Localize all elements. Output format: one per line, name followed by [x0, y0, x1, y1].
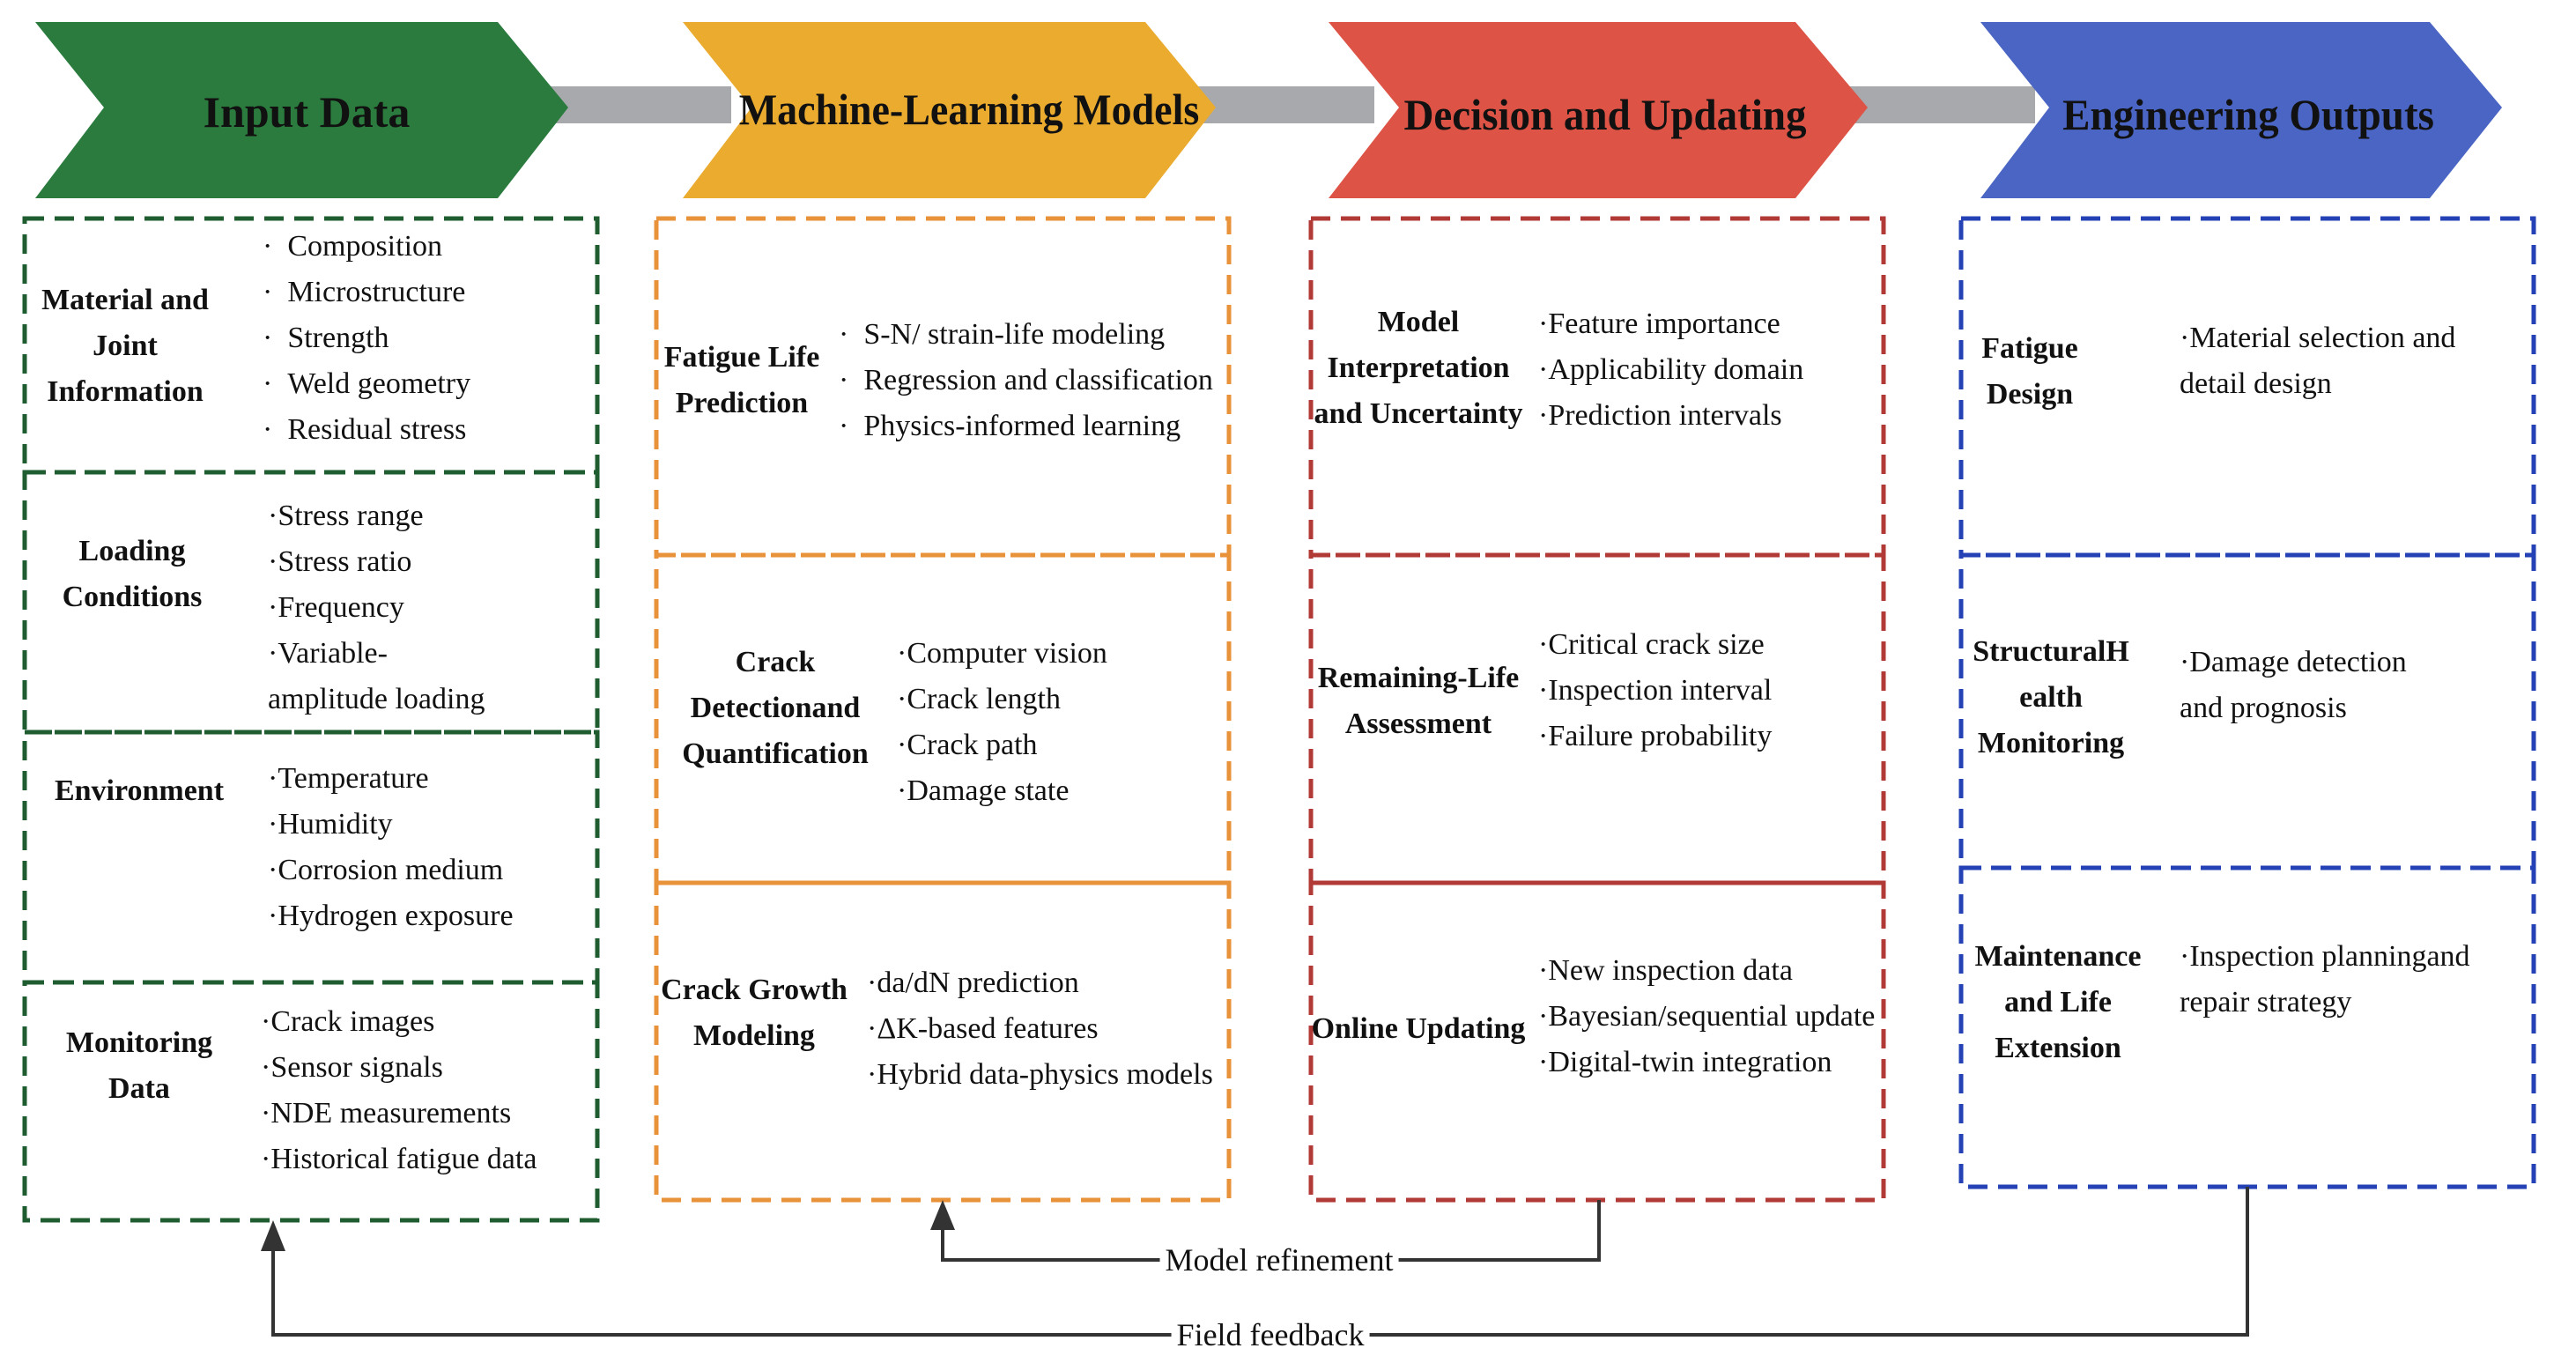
list-item: ·Computer vision: [897, 637, 1107, 670]
list-item: detail design: [2180, 367, 2332, 400]
chevron-input-data: [35, 22, 568, 198]
list-item: ·da/dN prediction: [867, 967, 1079, 999]
decision-section-2-items: ·Critical crack size ·Inspection interva…: [1538, 622, 1772, 759]
input-section-4-items: ·Crack images ·Sensor signals ·NDE measu…: [261, 999, 537, 1182]
input-section-2-items: ·Stress range ·Stress ratio ·Frequency ·…: [268, 493, 485, 722]
field-feedback-arrowhead: [261, 1220, 285, 1251]
connector-1: [546, 86, 731, 123]
list-item: ·Critical crack size: [1538, 628, 1765, 661]
decision-section-3-label: Online Updating: [1311, 1012, 1526, 1045]
list-item: ·Variable-: [268, 637, 388, 670]
list-item: ·Damage state: [897, 774, 1070, 807]
list-item: ·Crack path: [897, 729, 1038, 761]
stage-title-ml: Machine-Learning Models: [738, 85, 1200, 134]
chevron-outputs: [1980, 22, 2502, 198]
list-item: · Physics-informed learning: [839, 410, 1181, 442]
list-item: amplitude loading: [268, 683, 485, 715]
outputs-section-1-items: ·Material selection and detail design: [2180, 315, 2455, 407]
model-refinement-label: Model refinement: [1159, 1241, 1399, 1278]
list-item: · S-N/ strain-life modeling: [839, 318, 1166, 351]
input-section-3-label: Environment: [54, 774, 225, 807]
ml-section-1-items: · S-N/ strain-life modeling · Regression…: [839, 312, 1213, 449]
list-item: repair strategy: [2180, 986, 2352, 1019]
outputs-section-2-items: ·Damage detection and prognosis: [2180, 640, 2407, 731]
list-item: ·Inspection interval: [1538, 674, 1773, 707]
ml-section-3-items: ·da/dN prediction ·ΔK-based features ·Hy…: [867, 960, 1213, 1098]
list-item: ·Crack images: [261, 1005, 435, 1038]
connector-3: [1850, 86, 2035, 123]
list-item: ·Applicability domain: [1538, 353, 1804, 386]
list-item: · Composition: [263, 230, 443, 263]
stage-title-decision: Decision and Updating: [1403, 90, 1807, 139]
list-item: · Microstructure: [263, 276, 466, 308]
decision-section-1-items: ·Feature importance ·Applicability domai…: [1538, 301, 1803, 439]
input-section-3-items: ·Temperature ·Humidity ·Corrosion medium…: [268, 756, 514, 939]
list-item: ·Prediction intervals: [1538, 399, 1782, 432]
list-item: ·ΔK-based features: [867, 1012, 1099, 1045]
list-item: ·Bayesian/sequential update: [1538, 1000, 1876, 1033]
field-feedback-label: Field feedback: [1171, 1316, 1370, 1353]
ml-section-1-box: [654, 216, 1232, 558]
list-item: ·Material selection and: [2180, 322, 2456, 354]
list-item: ·Hydrogen exposure: [268, 900, 514, 932]
chevron-ml-models: [683, 22, 1216, 198]
list-item: ·Crack length: [897, 683, 1061, 715]
list-item: ·Damage detection: [2180, 646, 2407, 678]
list-item: · Residual stress: [263, 413, 467, 446]
outputs-section-1-box: [1958, 216, 2536, 558]
list-item: ·Inspection planningand: [2180, 940, 2470, 973]
list-item: ·Historical fatigue data: [261, 1143, 537, 1175]
list-item: · Regression and classification: [839, 364, 1213, 396]
decision-section-3-items: ·New inspection data ·Bayesian/sequentia…: [1538, 948, 1875, 1085]
list-item: ·Humidity: [268, 808, 393, 841]
input-section-4-box: [22, 980, 600, 1223]
list-item: ·Failure probability: [1538, 720, 1773, 752]
stage-title-input: Input Data: [203, 87, 411, 137]
chevron-connectors: [546, 86, 2035, 123]
stage-title-outputs: Engineering Outputs: [2062, 90, 2434, 139]
input-section-1-items: · Composition · Microstructure · Strengt…: [263, 224, 470, 453]
list-item: ·Frequency: [268, 591, 404, 624]
list-item: ·Hybrid data-physics models: [867, 1058, 1213, 1091]
list-item: · Weld geometry: [263, 367, 471, 400]
list-item: ·Temperature: [268, 762, 429, 795]
list-item: ·Corrosion medium: [268, 854, 504, 886]
ml-section-2-items: ·Computer vision ·Crack length ·Crack pa…: [897, 631, 1107, 814]
model-refinement-arrowhead: [930, 1200, 955, 1230]
list-item: ·New inspection data: [1538, 954, 1793, 987]
list-item: ·Digital-twin integration: [1538, 1046, 1832, 1078]
list-item: · Strength: [263, 322, 389, 354]
chevron-decision: [1329, 22, 1868, 198]
list-item: ·Sensor signals: [261, 1051, 443, 1084]
list-item: and prognosis: [2180, 692, 2347, 724]
decision-section-1-box: [1308, 216, 1886, 558]
outputs-section-3-items: ·Inspection planningand repair strategy: [2180, 934, 2470, 1026]
list-item: ·Stress range: [268, 500, 424, 532]
connector-2: [1198, 86, 1374, 123]
list-item: ·NDE measurements: [261, 1097, 512, 1130]
list-item: ·Feature importance: [1538, 307, 1780, 340]
list-item: ·Stress ratio: [268, 545, 412, 578]
